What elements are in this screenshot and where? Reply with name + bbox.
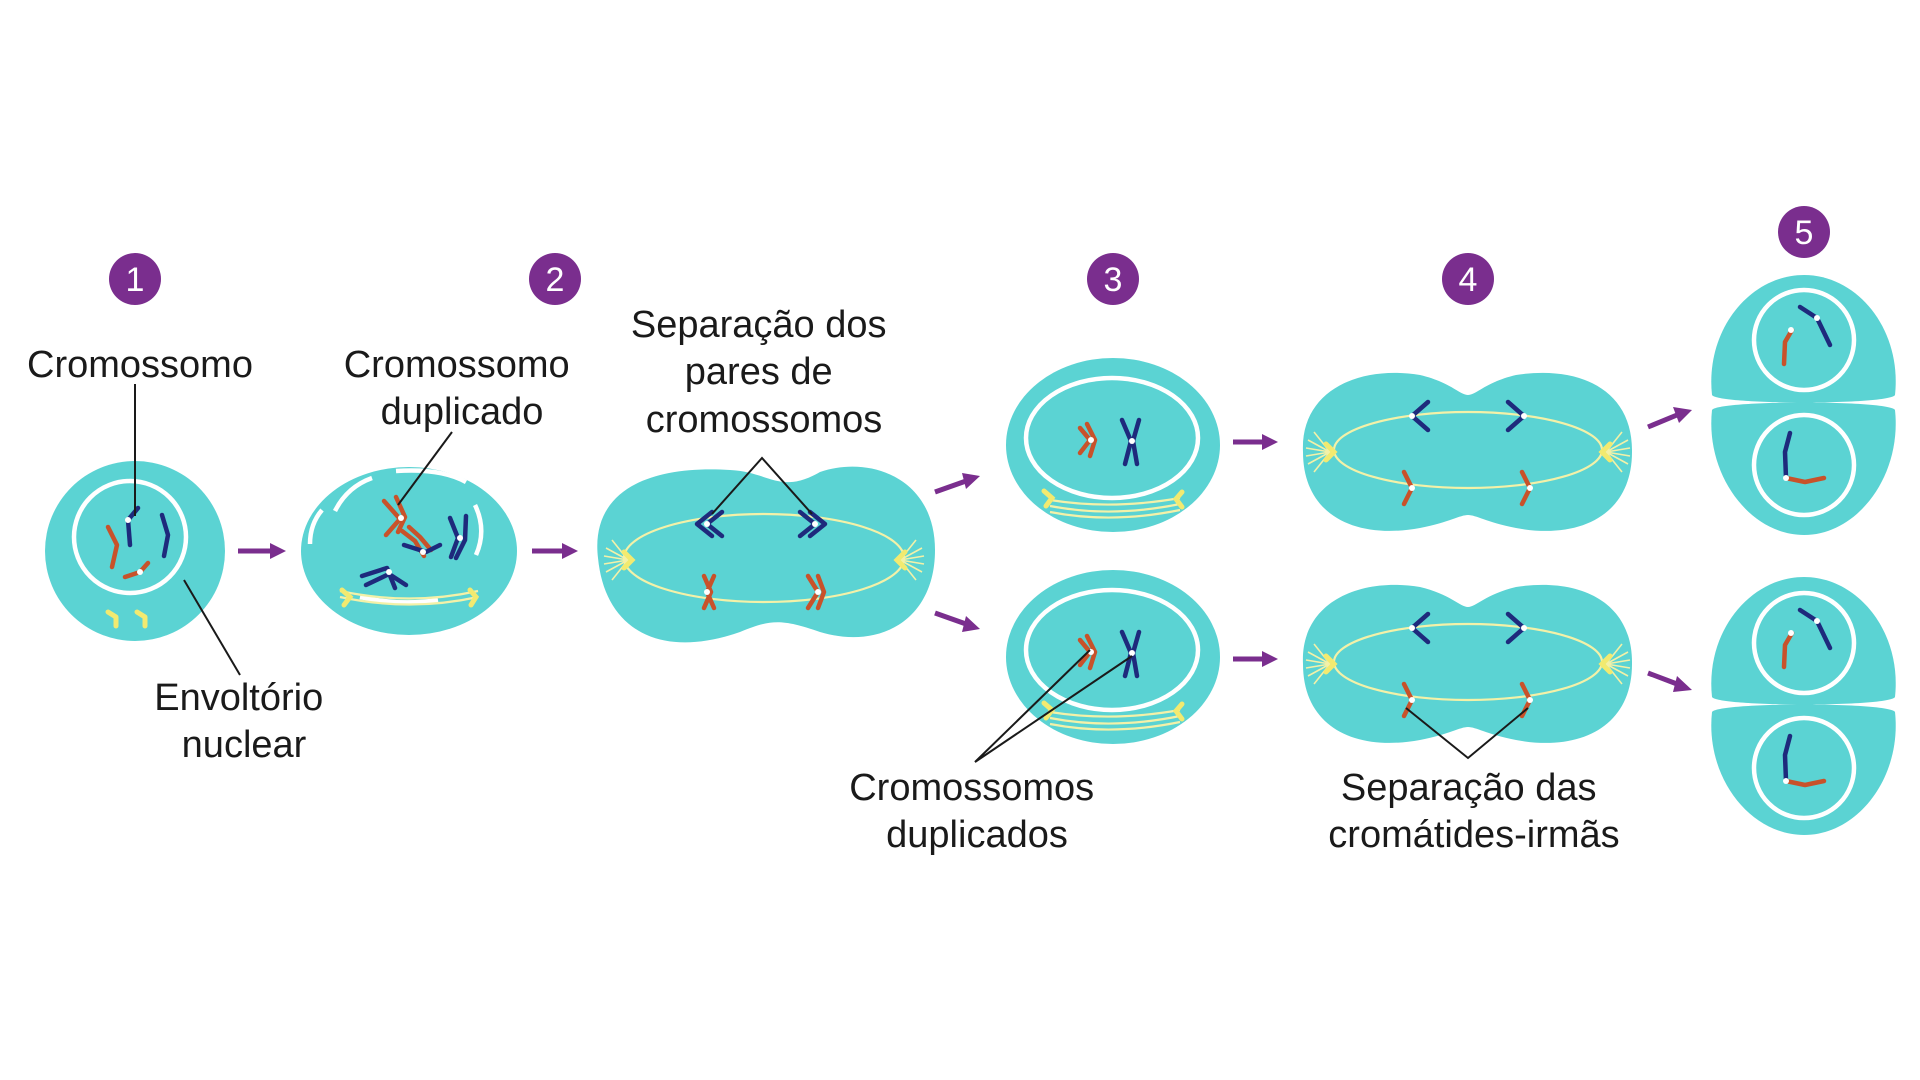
chromosome-pair-red [701, 573, 827, 611]
stage-number: 2 [546, 261, 565, 299]
stage-badge-2: 2 [529, 253, 581, 305]
arrow [1647, 670, 1692, 692]
stage-badge-1: 1 [109, 253, 161, 305]
stage-number: 5 [1795, 214, 1814, 252]
stage-5-cell-4 [1711, 704, 1896, 835]
label-sister-chromatid-separation: Separação das cromátides-irmãs [1328, 767, 1619, 856]
arrow [238, 543, 286, 559]
stage-4-cell-bottom [1302, 584, 1633, 743]
pair-separation-leader [711, 456, 813, 515]
label-duplicated-chromosomes: Cromossomos duplicados [849, 767, 1105, 856]
sister-chromatid-leader [1405, 707, 1529, 760]
stage-5-cell-2 [1711, 402, 1896, 535]
duplicated-chromosomes-leader [974, 649, 1133, 763]
arrow [532, 543, 578, 559]
stage-5-cell-3 [1711, 577, 1896, 705]
stage-5-cell-1 [1711, 275, 1896, 403]
label-duplicated-chromosome: Cromossomo duplicado [344, 344, 581, 433]
stage-3-cell-bottom [1006, 570, 1220, 744]
label-pair-separation: Separação dos pares de cromossomos [631, 304, 897, 441]
arrow [1233, 434, 1278, 450]
nuclear-envelope-leader [183, 579, 241, 676]
duplicated-chromosome-leader [397, 431, 453, 506]
label-nuclear-envelope: Envoltório nuclear [154, 677, 334, 766]
stage-4-cell-top [1302, 372, 1633, 531]
stage-number: 4 [1459, 261, 1478, 299]
chromosome-pair-blue [694, 509, 828, 539]
stage-number: 1 [126, 261, 145, 299]
stage-3-cell-top [1006, 358, 1220, 532]
stage-number: 3 [1104, 261, 1123, 299]
stage-badge-5: 5 [1778, 206, 1830, 258]
stage-badge-4: 4 [1442, 253, 1494, 305]
label-chromosome: Cromossomo [27, 344, 253, 386]
arrow [934, 473, 980, 495]
stage-badge-3: 3 [1087, 253, 1139, 305]
arrow [934, 610, 980, 632]
arrow [1647, 407, 1692, 430]
nuclear-envelope [71, 478, 189, 596]
stage-2-cell [301, 467, 517, 635]
arrow [1233, 651, 1278, 667]
metaphase-i-cell [597, 466, 935, 643]
